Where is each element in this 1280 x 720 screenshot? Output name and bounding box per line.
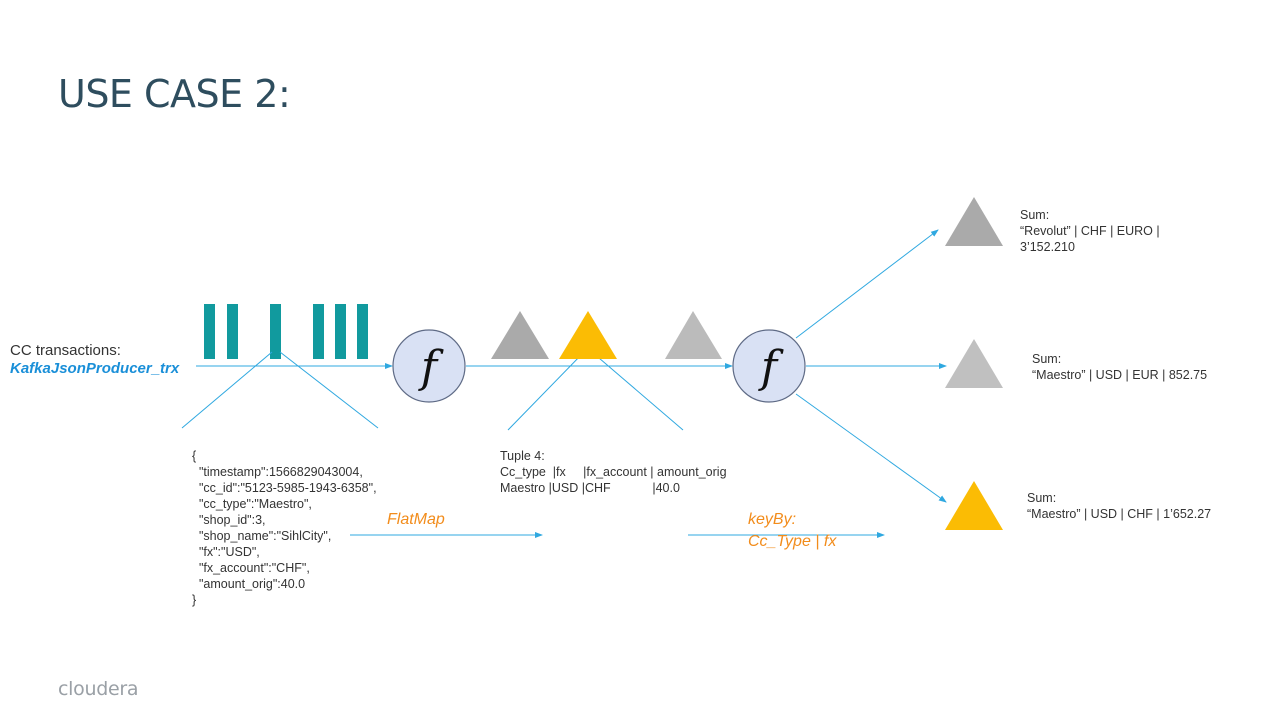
transaction-bar: [204, 304, 215, 359]
transaction-bar: [227, 304, 238, 359]
json-line: "shop_name":"SihlCity",: [192, 529, 332, 543]
flow-arrow-sum-top: [795, 229, 939, 339]
flatmap-label: FlatMap: [387, 511, 445, 528]
sum-maestro-eur: Sum: “Maestro” | USD | EUR | 852.75: [1032, 351, 1207, 383]
tuple-row: Maestro |USD |CHF |40.0: [500, 481, 680, 495]
transaction-bar: [335, 304, 346, 359]
json-line: "fx_account":"CHF",: [192, 561, 310, 575]
sum-line: 3’152.210: [1020, 240, 1075, 254]
tuple-triangle-gray: [665, 311, 722, 359]
json-record: { "timestamp":1566829043004, "cc_id":"51…: [192, 448, 377, 608]
transaction-bar: [357, 304, 368, 359]
tuple-header: Cc_type |fx |fx_account | amount_orig: [500, 465, 727, 479]
source-topic: KafkaJsonProducer_trx: [10, 360, 180, 377]
json-line: "cc_id":"5123-5985-1943-6358",: [192, 481, 377, 495]
transaction-bars: [204, 304, 368, 359]
json-line: "amount_orig":40.0: [192, 577, 306, 591]
tuple-triangle-gray: [491, 311, 549, 359]
tuple-triangle-yellow: [559, 311, 617, 359]
json-line: "fx":"USD",: [192, 545, 260, 559]
cloudera-logo: cloudera: [58, 678, 139, 700]
json-line: }: [192, 593, 197, 607]
sum-title: Sum:: [1027, 491, 1057, 505]
zoom-line: [591, 351, 684, 431]
tuple-title: Tuple 4:: [500, 449, 545, 463]
sum-line: “Maestro” | USD | EUR | 852.75: [1032, 368, 1208, 382]
json-line: "timestamp":1566829043004,: [192, 465, 363, 479]
zoom-line: [279, 351, 379, 429]
sum-maestro-chf: Sum: “Maestro” | USD | CHF | 1’652.27: [1027, 490, 1211, 522]
source-label: CC transactions:: [10, 342, 121, 359]
sum-line: “Maestro” | USD | CHF | 1’652.27: [1027, 507, 1212, 521]
json-line: {: [192, 449, 197, 463]
json-line: "cc_type":"Maestro",: [192, 497, 312, 511]
keyby-label: keyBy: Cc_Type | fx: [748, 509, 836, 553]
transaction-bar: [270, 304, 281, 359]
flatmap-function-node: f: [392, 329, 466, 403]
sum-triangle-revolut: [945, 197, 1003, 246]
slide-title: USE CASE 2:: [58, 72, 291, 116]
zoom-line: [181, 351, 273, 429]
sum-revolut: Sum: “Revolut” | CHF | EURO | 3’152.210: [1020, 207, 1160, 255]
keyby-function-node: f: [732, 329, 806, 403]
keyby-label-line2: Cc_Type | fx: [748, 533, 837, 550]
keyby-label-line1: keyBy:: [748, 511, 797, 528]
flow-arrow-sum-bottom: [795, 393, 947, 503]
sum-line: “Revolut” | CHF | EURO |: [1020, 224, 1160, 238]
sum-title: Sum:: [1020, 208, 1050, 222]
transaction-bar: [313, 304, 324, 359]
sum-triangle-maestro-chf: [945, 481, 1003, 530]
json-line: "shop_id":3,: [192, 513, 266, 527]
sum-title: Sum:: [1032, 352, 1062, 366]
sum-triangle-maestro-eur: [945, 339, 1003, 388]
zoom-line: [507, 351, 585, 431]
